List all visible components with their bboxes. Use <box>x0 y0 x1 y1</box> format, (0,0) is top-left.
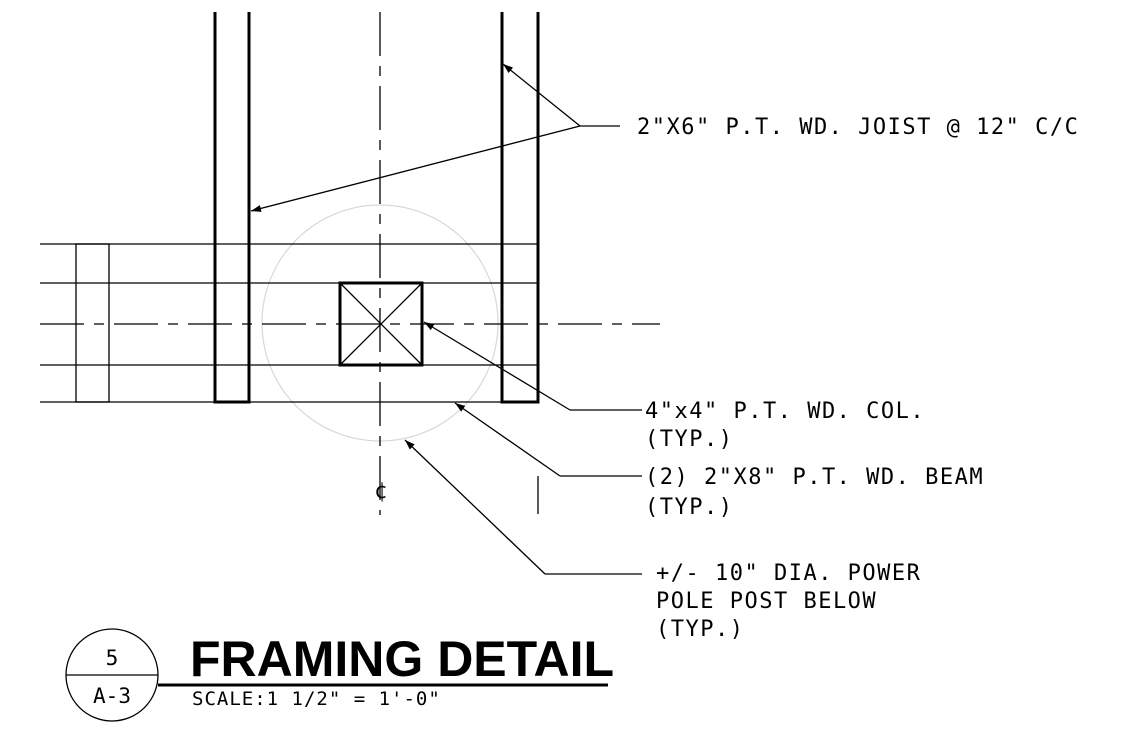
column-4x4 <box>338 281 424 367</box>
centerline-symbol: ¢ <box>374 479 389 504</box>
scale-label: SCALE:1 1/2" = 1'-0" <box>192 688 441 710</box>
beam-label-line1: (2) 2"X8" P.T. WD. BEAM <box>645 465 984 490</box>
beam-end-block <box>75 243 110 403</box>
post-label-line2: POLE POST BELOW <box>656 589 877 614</box>
detail-bubble: 5 A-3 <box>65 628 159 722</box>
column-label-line2: (TYP.) <box>645 427 733 452</box>
detail-number: 5 <box>106 646 119 670</box>
beam-label-line2: (TYP.) <box>645 495 733 520</box>
joist-right <box>500 12 540 404</box>
sheet-number: A-3 <box>93 684 131 708</box>
beam-lines <box>40 243 538 403</box>
drawing-title: FRAMING DETAIL <box>190 631 614 687</box>
column-label-line1: 4"x4" P.T. WD. COL. <box>645 399 925 424</box>
post-label-line1: +/- 10" DIA. POWER <box>656 561 921 586</box>
beam-leader <box>454 402 642 477</box>
joist-label: 2"X6" P.T. WD. JOIST @ 12" C/C <box>637 115 1079 140</box>
post-leader <box>404 439 642 575</box>
column-leader <box>423 321 642 411</box>
joist-left <box>213 12 251 404</box>
post-label-line3: (TYP.) <box>656 617 744 642</box>
joist-leader <box>250 63 620 212</box>
